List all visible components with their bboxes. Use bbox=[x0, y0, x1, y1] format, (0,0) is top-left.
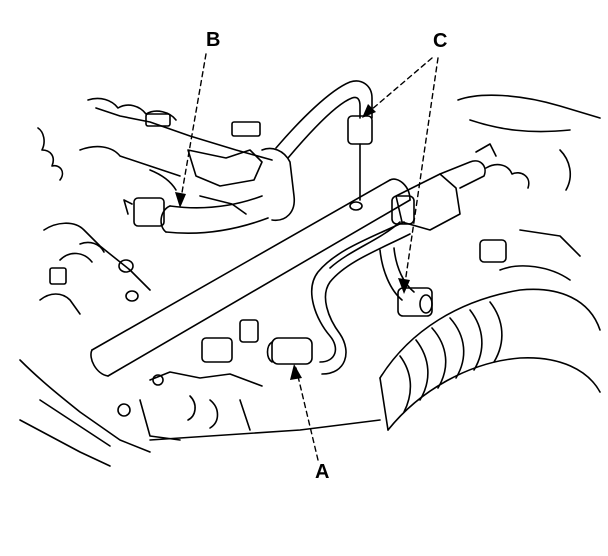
hose-a bbox=[266, 221, 411, 375]
air-duct-right bbox=[379, 288, 601, 431]
engine-block-left bbox=[19, 97, 273, 467]
callout-label-c: C bbox=[433, 30, 448, 52]
engine-block-lower bbox=[49, 241, 381, 441]
leader-lines bbox=[179, 53, 439, 461]
callout-label-b: B bbox=[206, 29, 221, 51]
hose-fitting-right bbox=[379, 247, 433, 317]
intake-manifold bbox=[145, 113, 296, 221]
callout-label-a: A bbox=[315, 461, 330, 483]
engine-components-right bbox=[457, 94, 601, 281]
upper-hose bbox=[275, 80, 373, 211]
hose-b bbox=[123, 195, 269, 235]
arrowheads bbox=[175, 104, 410, 380]
valve-assembly bbox=[329, 143, 497, 269]
intake-duct bbox=[90, 178, 411, 377]
